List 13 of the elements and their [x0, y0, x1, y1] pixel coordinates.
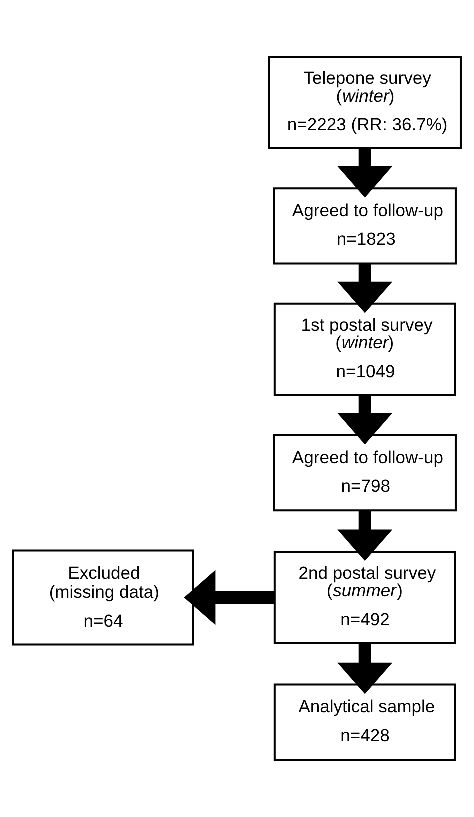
arrow	[338, 396, 393, 445]
node-box: Agreed to follow-up n=1823	[273, 188, 457, 265]
arrow	[184, 570, 275, 626]
node-box: Telepone survey (winter) n=2223 (RR: 36.7%)	[268, 56, 462, 150]
node-box: 1st postal survey (winter) n=1049	[274, 302, 456, 396]
node-box: Agreed to follow-up n=798	[273, 434, 457, 512]
arrow	[338, 644, 393, 694]
node-box: 2nd postal survey (summer) n=492	[274, 550, 456, 644]
node-box: Excluded (missing data) n=64	[12, 550, 194, 646]
arrow	[338, 510, 393, 562]
arrow	[338, 148, 393, 198]
node-box: Analytical sample n=428	[274, 684, 456, 761]
arrow	[338, 264, 393, 314]
